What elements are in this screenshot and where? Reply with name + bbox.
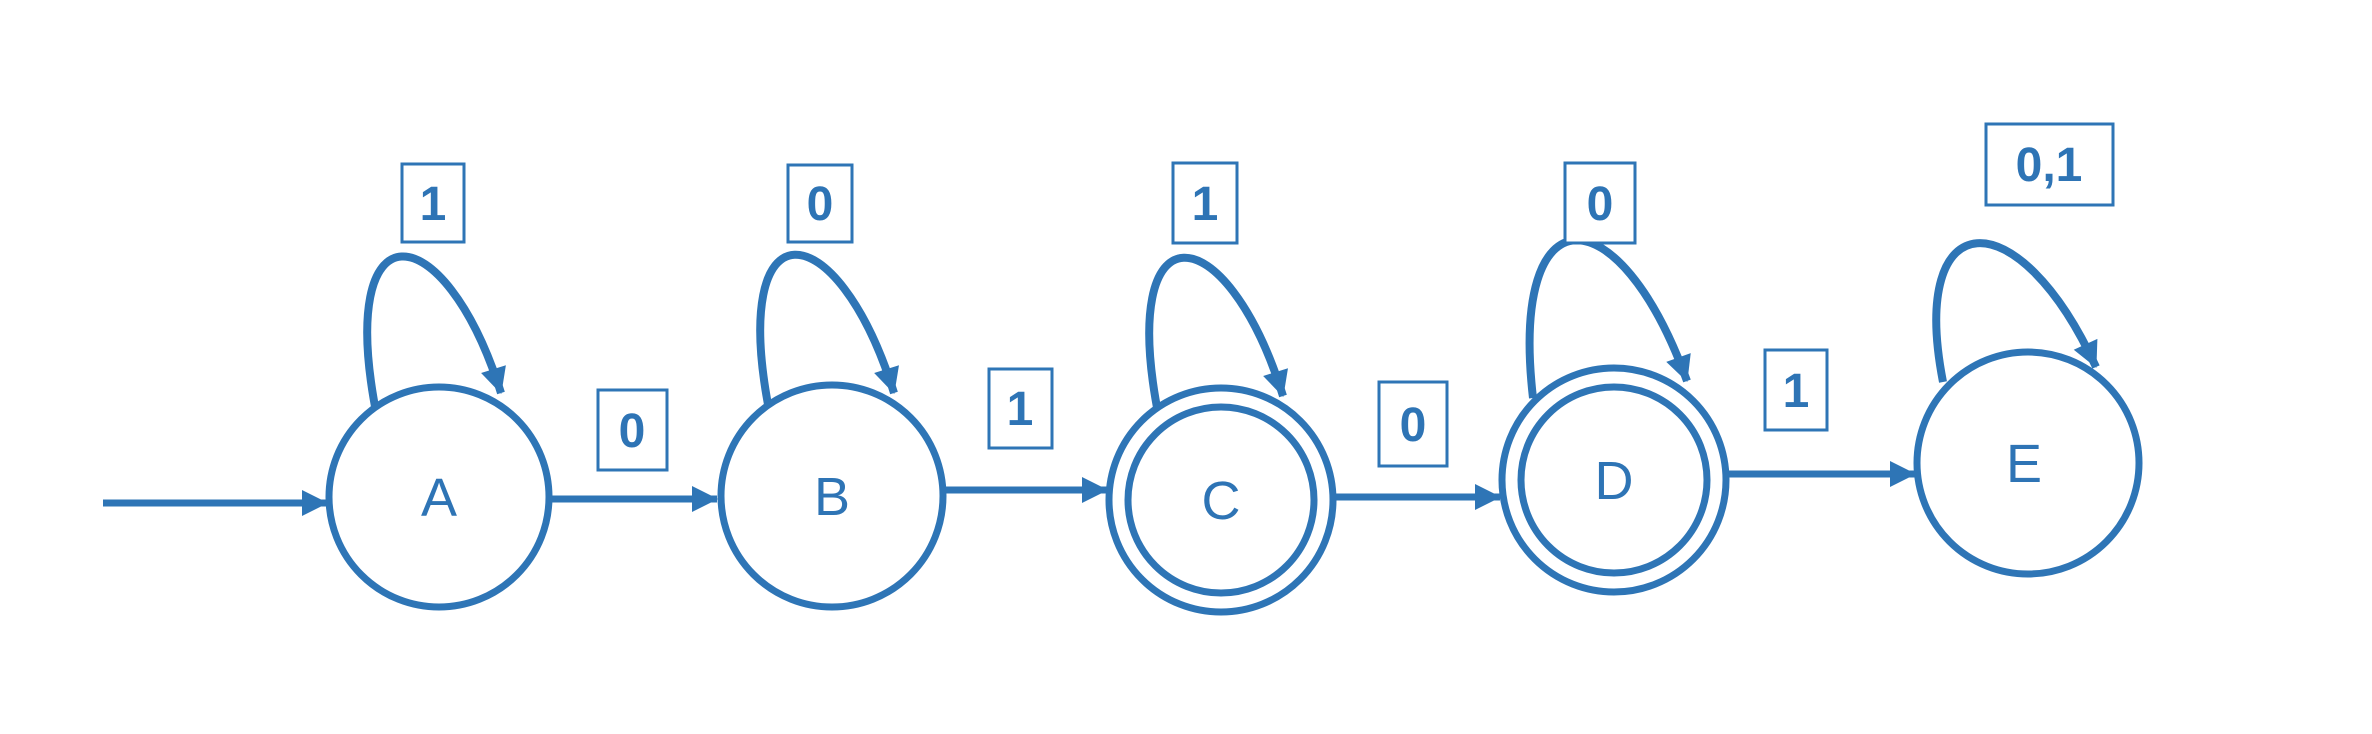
- state-label-b: B: [814, 467, 850, 527]
- transition-label-box-d-e: [1763, 348, 1829, 432]
- state-circle-c-inner: [1124, 403, 1318, 597]
- state-circle-e: [1913, 348, 2143, 578]
- self-loop-arc-a: [363, 252, 506, 418]
- self-loop-label-b: 0: [807, 178, 834, 231]
- state-circle-b: [717, 381, 947, 611]
- state-label-e: E: [2006, 434, 2042, 494]
- state-label-d: D: [1595, 451, 1634, 511]
- transition-label-a-b: 0: [619, 405, 646, 458]
- transition-label-c-d: 0: [1400, 399, 1427, 452]
- transition-label-d-e: 1: [1783, 365, 1810, 418]
- state-label-c: C: [1202, 471, 1241, 531]
- state-circle-a: [325, 383, 553, 611]
- self-loop-arc-b: [756, 250, 899, 416]
- self-loop-label-d: 0: [1587, 178, 1614, 231]
- self-loop-label-c: 1: [1192, 178, 1219, 231]
- self-loop-label-box-d: [1563, 161, 1637, 245]
- transition-label-box-c-d: [1377, 380, 1449, 468]
- self-loop-label-box-a: [400, 162, 466, 244]
- self-loop-label-box-b: [786, 163, 854, 244]
- self-loop-label-a: 1: [420, 178, 447, 231]
- transition-label-b-c: 1: [1007, 383, 1034, 436]
- state-label-a: A: [421, 468, 457, 528]
- state-circle-d-inner: [1517, 383, 1711, 577]
- self-loop-label-e: 0,1: [2016, 139, 2083, 192]
- transition-label-box-b-c: [987, 367, 1054, 450]
- transition-label-box-a-b: [596, 388, 669, 472]
- self-loop-label-box-c: [1171, 161, 1239, 245]
- self-loop-arc-c: [1145, 253, 1288, 419]
- self-loop-label-box-e: [1984, 122, 2115, 207]
- self-loop-arc-e: [1932, 239, 2100, 383]
